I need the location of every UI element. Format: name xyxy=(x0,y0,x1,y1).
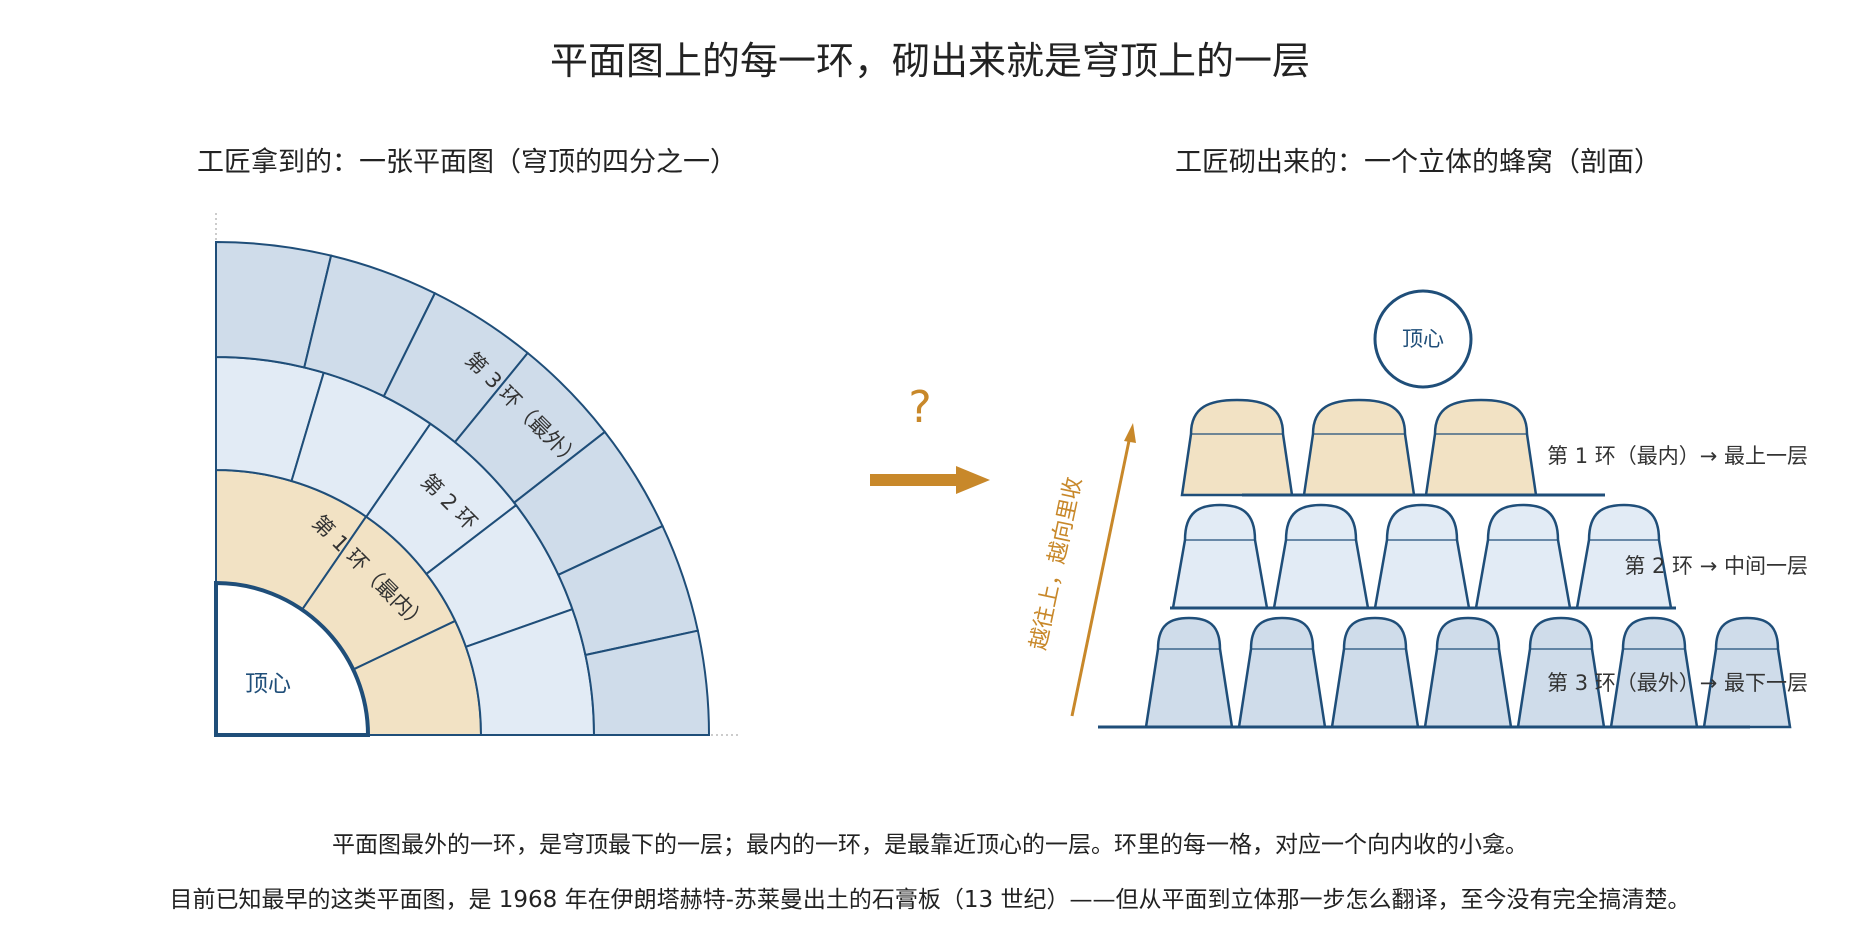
upward-arrow-label: 越往上，越向里收 xyxy=(1026,475,1087,652)
section-tier-2 xyxy=(1170,503,1676,610)
main-title: 平面图上的每一环，砌出来就是穹顶上的一层 xyxy=(549,39,1310,83)
section-niche xyxy=(1330,616,1420,729)
plan-center-disk xyxy=(214,580,371,737)
plan-ring-3 xyxy=(215,240,711,736)
left-panel-subtitle: 工匠拿到的：一张平面图（穹顶的四分之一） xyxy=(197,147,737,178)
section-tier-3 xyxy=(1098,616,1792,729)
section-tier-1 xyxy=(1180,398,1605,497)
tier-2-label: 第 2 环 → 中间一层 xyxy=(1624,554,1808,578)
tier-3-label: 第 3 环（最外）→ 最下一层 xyxy=(1547,671,1808,695)
section-niche xyxy=(1474,503,1572,610)
plan-cell xyxy=(584,629,711,736)
plan-center-label: 顶心 xyxy=(245,671,291,697)
section-niche xyxy=(1272,503,1370,610)
section-niche xyxy=(1609,616,1699,729)
section-niche xyxy=(1424,398,1538,497)
translate-arrow-icon xyxy=(870,466,990,494)
question-mark: ? xyxy=(908,382,931,433)
plan-ring-2 xyxy=(215,355,596,736)
section-niche xyxy=(1144,616,1234,729)
section-niche xyxy=(1373,503,1471,610)
section-niche xyxy=(1702,616,1792,729)
upward-arrow-icon xyxy=(1070,423,1136,717)
section-diagram: 越往上，越向里收 顶心 第 1 环（最内）→ 最上一层 第 2 环 → 中间一层… xyxy=(1026,289,1808,729)
section-niche xyxy=(1302,398,1416,497)
caption-line-2: 目前已知最早的这类平面图，是 1968 年在伊朗塔赫特-苏莱曼出土的石膏板（13… xyxy=(169,887,1691,913)
section-niche xyxy=(1180,398,1294,497)
apex-label: 顶心 xyxy=(1402,327,1444,351)
section-niche xyxy=(1423,616,1513,729)
section-niche xyxy=(1237,616,1327,729)
quarter-plan-diagram: 顶心 第 1 环（最内） 第 2 环 第 3 环（最外） xyxy=(214,213,740,737)
caption-line-1: 平面图最外的一环，是穹顶最下的一层；最内的一环，是最靠近顶心的一层。环里的每一格… xyxy=(332,832,1528,858)
right-panel-subtitle: 工匠砌出来的：一个立体的蜂窝（剖面） xyxy=(1175,147,1661,178)
section-niche xyxy=(1171,503,1269,610)
section-niche xyxy=(1575,503,1673,610)
tier-1-label: 第 1 环（最内）→ 最上一层 xyxy=(1547,444,1808,468)
section-niche xyxy=(1516,616,1606,729)
apex-circle xyxy=(1373,289,1473,389)
